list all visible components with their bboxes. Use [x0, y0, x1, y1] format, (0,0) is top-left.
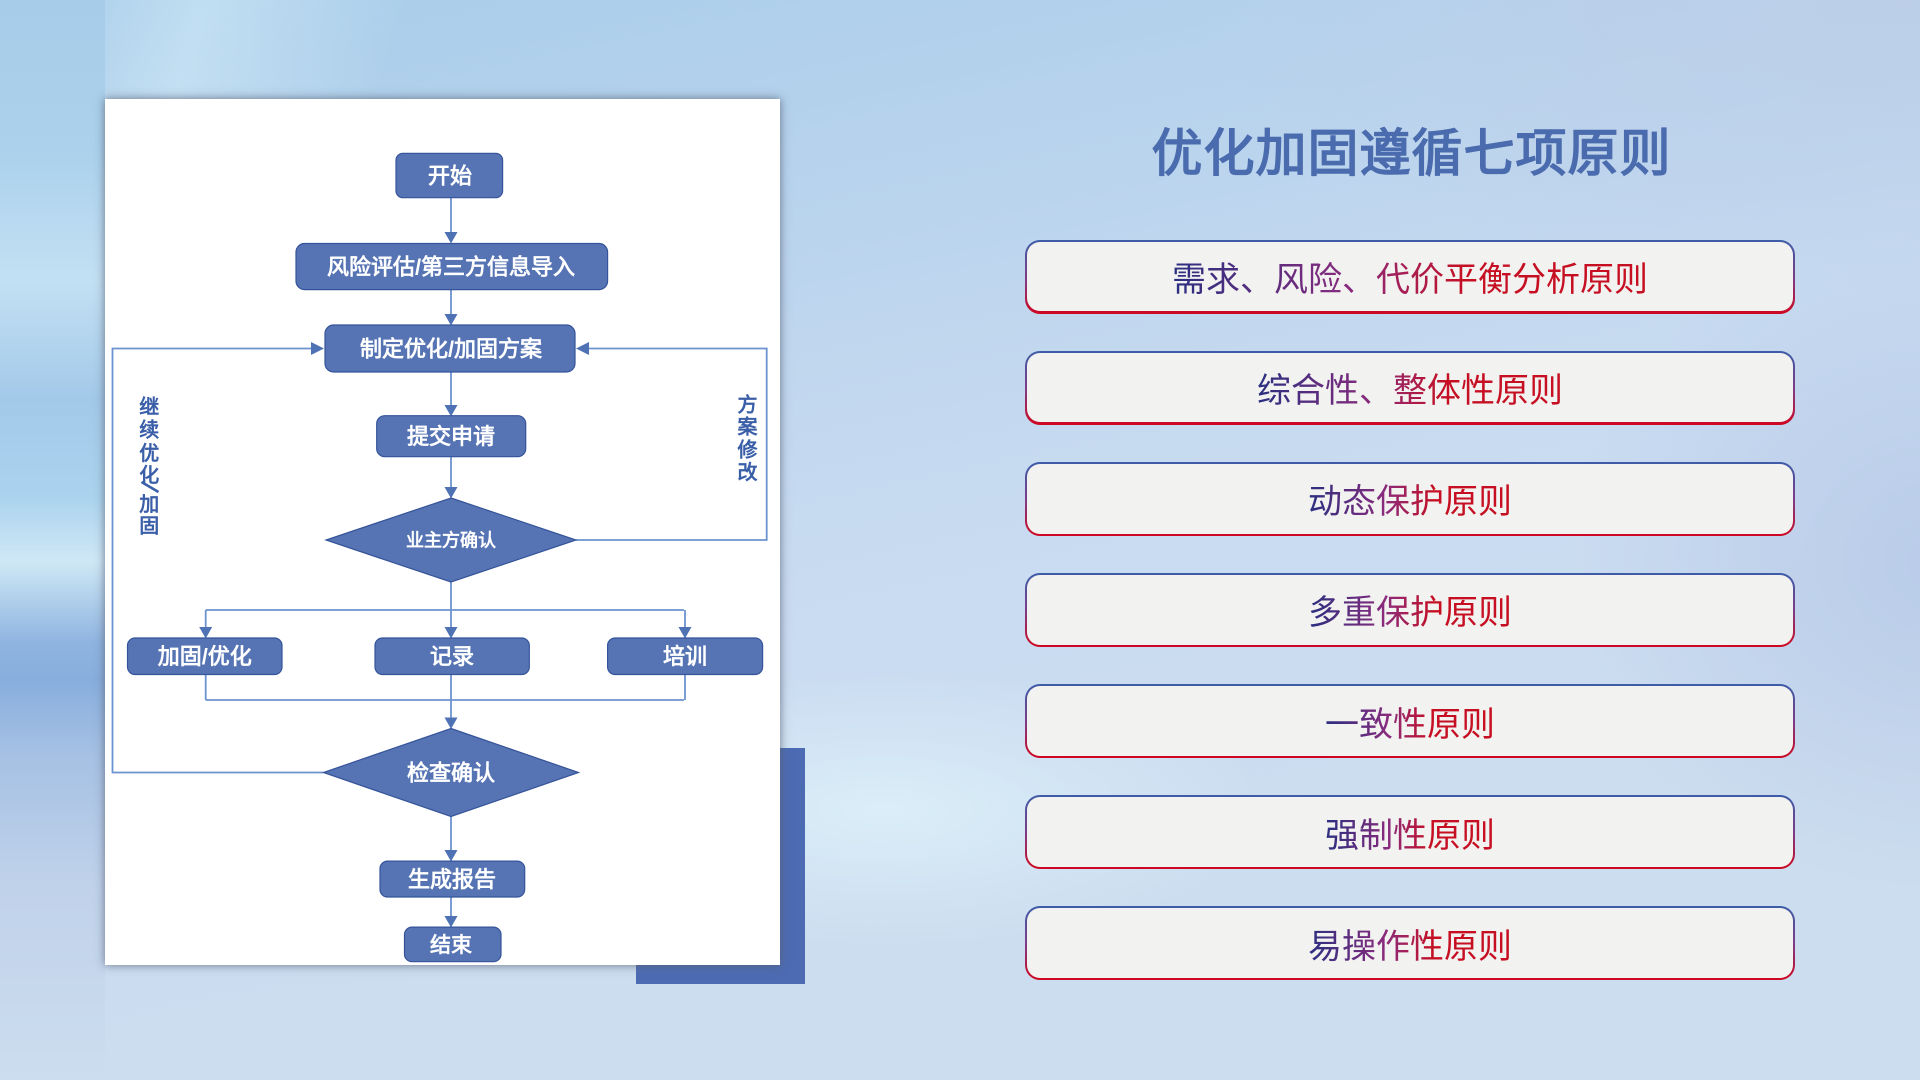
- svg-text:优: 优: [139, 441, 159, 465]
- svg-text:记录: 记录: [430, 644, 474, 669]
- svg-text:结束: 结束: [430, 933, 473, 957]
- svg-text:继: 继: [139, 394, 159, 418]
- svg-text:改: 改: [738, 460, 759, 484]
- svg-text:风险评估/第三方信息导入: 风险评估/第三方信息导入: [327, 255, 575, 280]
- svg-text:方: 方: [738, 393, 758, 417]
- svg-text:提交申请: 提交申请: [407, 424, 495, 449]
- svg-text:生成报告: 生成报告: [408, 867, 496, 892]
- svg-text:检查确认: 检查确认: [407, 761, 495, 786]
- svg-text:续: 续: [139, 418, 159, 442]
- svg-text:修: 修: [737, 438, 759, 462]
- svg-text:加固/优化: 加固/优化: [157, 644, 252, 669]
- svg-text:业主方确认: 业主方确认: [406, 530, 497, 551]
- svg-text:制定优化/加固方案: 制定优化/加固方案: [360, 337, 543, 362]
- svg-text:开始: 开始: [428, 164, 472, 189]
- svg-text:加: 加: [138, 493, 159, 516]
- svg-text:固: 固: [139, 516, 159, 538]
- svg-text:化: 化: [139, 463, 159, 487]
- svg-text:培训: 培训: [663, 644, 707, 669]
- svg-text:案: 案: [737, 414, 759, 438]
